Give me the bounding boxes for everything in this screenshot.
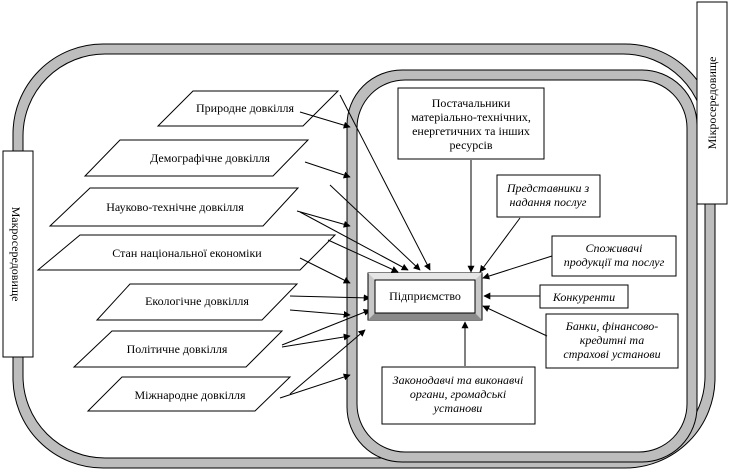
macro-factor-7: Міжнародне довкілля [86,376,292,412]
factor-scientific: Науково-технічне довкілля [106,200,244,214]
factor-international: Міжнародне довкілля [135,388,246,402]
suppliers-line-4: ресурсів [449,138,492,152]
macro-factor-3: Науково-технічне довкілля [48,187,300,227]
macro-factor-5: Екологічне довкілля [95,283,299,321]
consumers-line-1: Споживачі [586,241,643,255]
macro-factor-2: Демографічне довкілля [83,139,310,177]
enterprise-box: Підприємство [367,272,483,321]
factor-demographic: Демографічне довкілля [150,151,270,165]
macro-factor-4: Стан національної економіки [36,234,337,271]
banks-line-2: кредитні та [580,333,644,347]
factor-political: Політичне довкілля [127,342,228,356]
suppliers-line-1: Постачальники [432,96,511,110]
enterprise-label: Підприємство [389,289,461,303]
suppliers-line-3: енергетичних та інших [412,124,530,138]
micro-label-box: Мікросередовище [696,1,728,205]
suppliers-line-2: матеріально-технічних, [411,110,531,124]
micro-label: Мікросередовище [705,57,719,150]
macro-label: Макросередовище [9,207,23,302]
banks-line-1: Банки, фінансово- [565,319,658,333]
competitors-box: Конкуренти [539,284,629,309]
legislative-line-2: органи, громадські [410,387,506,401]
competitors-label: Конкуренти [552,290,615,304]
macro-arrows [279,94,431,399]
service-line-1: Представники з [506,181,590,195]
factor-natural: Природне довкілля [196,101,295,115]
macro-factor-6: Політичне довкілля [72,330,284,368]
macro-label-box: Макросередовище [2,150,34,358]
service-line-2: надання послуг [510,195,587,209]
banks-box: Банки, фінансово- кредитні та страхові у… [545,313,679,369]
consumers-box: Споживачі продукції та послуг [551,235,677,277]
consumers-line-2: продукції та послуг [564,255,665,269]
macro-factor-1: Природне довкілля [156,90,340,127]
suppliers-box: Постачальники матеріально-технічних, ене… [397,87,545,160]
factor-ecological: Екологічне довкілля [145,294,249,308]
micro-arrows [461,160,553,366]
banks-line-3: страхові установи [563,347,660,361]
service-providers-box: Представники з надання послуг [496,174,601,218]
legislative-line-1: Законодавчі та виконавчі [393,373,524,387]
factor-national-economy: Стан національної економіки [112,246,262,260]
legislative-line-3: установи [433,401,483,415]
legislative-box: Законодавчі та виконавчі органи, громадс… [381,366,536,425]
